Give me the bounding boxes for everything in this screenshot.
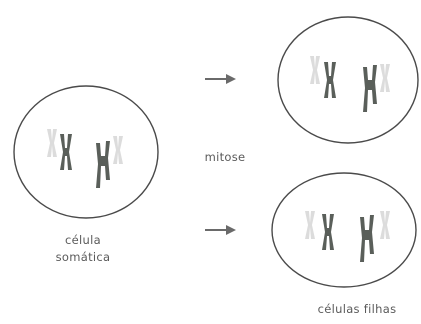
chromosome-x xyxy=(324,62,336,98)
faded-chromosomes xyxy=(47,129,57,157)
chromosome-x xyxy=(60,134,72,170)
right-arrow-icon xyxy=(205,225,236,235)
chromosome-h xyxy=(363,65,377,112)
chromosome-x xyxy=(322,214,334,250)
somatic-cell-label-line2: somática xyxy=(38,249,128,266)
daughter-cell-bottom xyxy=(272,173,416,287)
daughter-cells-label: células filhas xyxy=(302,302,412,316)
somatic-cell-label: célula somática xyxy=(38,232,128,266)
somatic-cell-label-line1: célula xyxy=(38,232,128,249)
process-label: mitose xyxy=(195,150,255,164)
chromosome-h xyxy=(360,215,374,262)
daughter-cell-top xyxy=(278,17,418,143)
somatic-cell xyxy=(14,86,158,218)
chromosome-h xyxy=(96,141,110,188)
right-arrow-icon xyxy=(205,74,236,84)
